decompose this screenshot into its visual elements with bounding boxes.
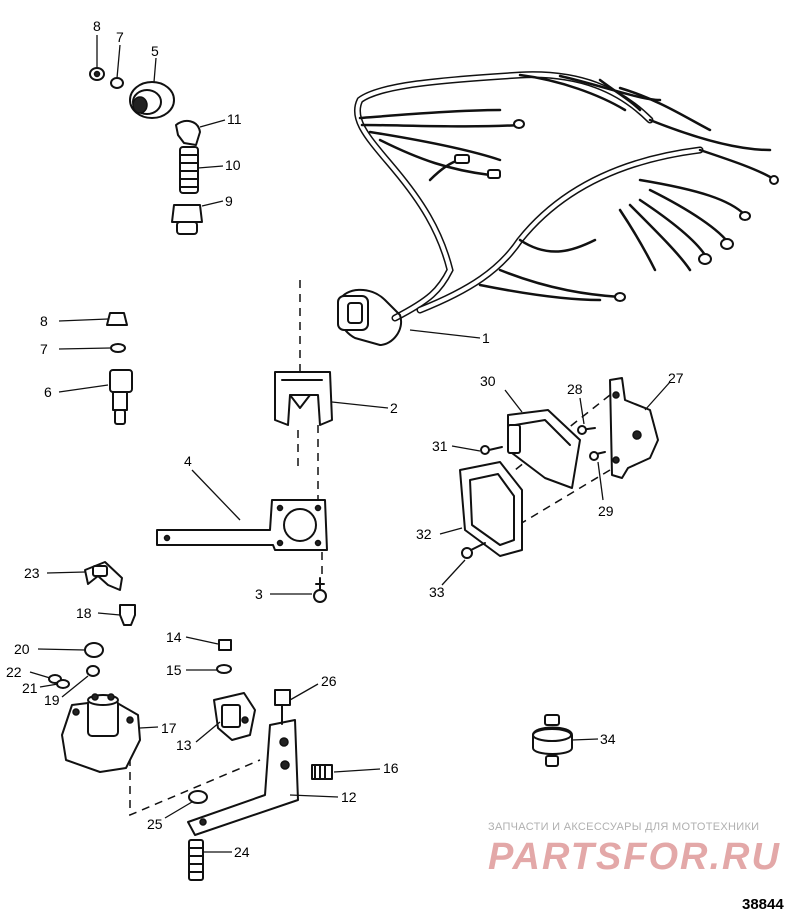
callout-10: 10 [225, 157, 241, 173]
callout-25: 25 [147, 816, 163, 832]
callout-18: 18 [76, 605, 92, 621]
callout-24: 24 [234, 844, 250, 860]
callout-2: 2 [390, 400, 398, 416]
callout-14: 14 [166, 629, 182, 645]
callout-4: 4 [184, 453, 192, 469]
callout-16: 16 [383, 760, 399, 776]
ignition-module [459, 377, 659, 559]
callout-11: 11 [227, 111, 242, 127]
wiring-harness [337, 71, 779, 346]
relay [213, 639, 256, 741]
callout-20: 20 [14, 641, 30, 657]
callout-26: 26 [321, 673, 337, 689]
callout-19: 19 [44, 692, 60, 708]
harness-clip [274, 371, 333, 426]
callout-7-left: 7 [40, 341, 48, 357]
callout-34: 34 [600, 731, 616, 747]
callout-33: 33 [429, 584, 445, 600]
callout-9: 9 [225, 193, 233, 209]
callout-22: 22 [6, 664, 22, 680]
callout-8-top: 8 [93, 18, 101, 34]
callout-23: 23 [24, 565, 40, 581]
callout-27: 27 [668, 370, 684, 386]
temperature-switch [106, 312, 133, 425]
diagram-id: 38844 [742, 896, 784, 913]
callout-8-left: 8 [40, 313, 48, 329]
callout-labels: 8 7 5 11 10 9 8 7 6 1 2 4 3 23 18 20 22 … [6, 18, 684, 860]
cable-clip [84, 561, 123, 591]
leader-lines [29, 35, 671, 853]
callout-28: 28 [567, 381, 583, 397]
callout-3: 3 [255, 586, 263, 602]
callout-15: 15 [166, 662, 182, 678]
callout-13: 13 [176, 737, 192, 753]
callout-30: 30 [480, 373, 496, 389]
callout-17: 17 [161, 720, 177, 736]
starter-solenoid [48, 604, 141, 773]
alignment-line-6 [509, 469, 611, 531]
callout-1: 1 [482, 330, 490, 346]
mounting-screw-3 [313, 577, 327, 603]
knock-sensor [532, 714, 573, 767]
callout-21: 21 [22, 680, 38, 696]
callout-31: 31 [432, 438, 448, 454]
callout-7-top: 7 [116, 29, 124, 45]
callout-29: 29 [598, 503, 614, 519]
plate-bracket [156, 499, 328, 551]
watermark-logo: PARTSFOR.RU [488, 836, 781, 878]
solenoid-bracket [187, 689, 333, 881]
callout-6: 6 [44, 384, 52, 400]
callout-5: 5 [151, 43, 159, 59]
callout-32: 32 [416, 526, 432, 542]
callout-12: 12 [341, 789, 357, 805]
sender-assembly [89, 67, 203, 235]
watermark-tagline: ЗАПЧАСТИ И АКСЕССУАРЫ ДЛЯ МОТОТЕХНИКИ [488, 821, 760, 833]
